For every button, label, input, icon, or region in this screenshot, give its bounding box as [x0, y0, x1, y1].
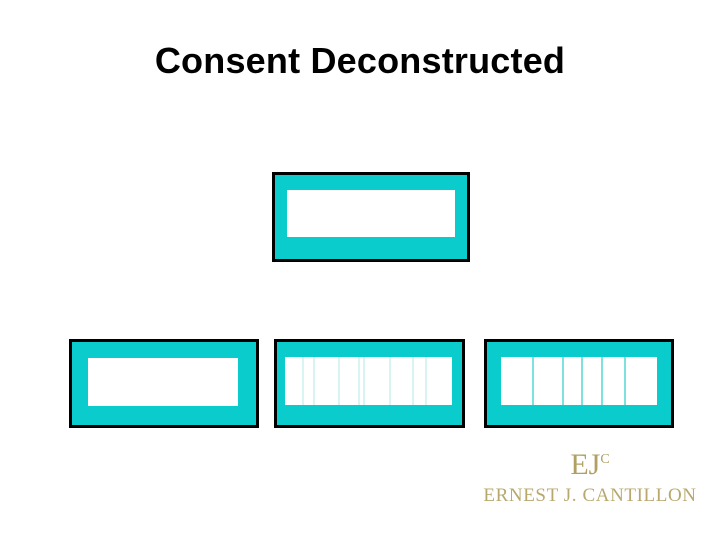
segment-divider: [313, 357, 316, 405]
partially-deconstructed-consent-box-inner: [285, 357, 452, 405]
logo-monogram-main: EJ: [570, 448, 601, 481]
intact-consent-box-inner: [88, 358, 238, 406]
logo-wordmark: ERNEST J. CANTILLON: [483, 485, 697, 506]
intact-consent-box[interactable]: [69, 339, 259, 428]
segment-divider: [358, 357, 361, 405]
segment-divider: [425, 357, 428, 405]
logo-monogram: EJC: [470, 444, 710, 481]
whole-consent-box-inner: [287, 190, 455, 237]
intact-consent-box-segments: [88, 358, 238, 406]
segment-divider: [624, 357, 627, 405]
partially-deconstructed-consent-box-segments: [285, 357, 452, 405]
fully-deconstructed-consent-box-inner: [501, 357, 657, 405]
segment-divider: [600, 357, 603, 405]
whole-consent-box-segments: [287, 190, 455, 237]
segment-divider: [338, 357, 341, 405]
segment-divider: [411, 357, 414, 405]
logo-monogram-superscript: C: [600, 452, 610, 467]
partially-deconstructed-consent-box[interactable]: [274, 339, 465, 428]
fully-deconstructed-consent-box[interactable]: [484, 339, 674, 428]
segment-divider: [388, 357, 391, 405]
segment-divider: [363, 357, 366, 405]
segment-divider: [532, 357, 535, 405]
page-title: Consent Deconstructed: [154, 40, 566, 81]
segment-divider: [561, 357, 564, 405]
segment-divider: [580, 357, 583, 405]
fully-deconstructed-consent-box-segments: [501, 357, 657, 405]
segment-divider: [301, 357, 304, 405]
ernest-j-cantillon-logo: EJC ERNEST J. CANTILLON: [470, 444, 710, 507]
whole-consent-box[interactable]: [272, 172, 470, 262]
